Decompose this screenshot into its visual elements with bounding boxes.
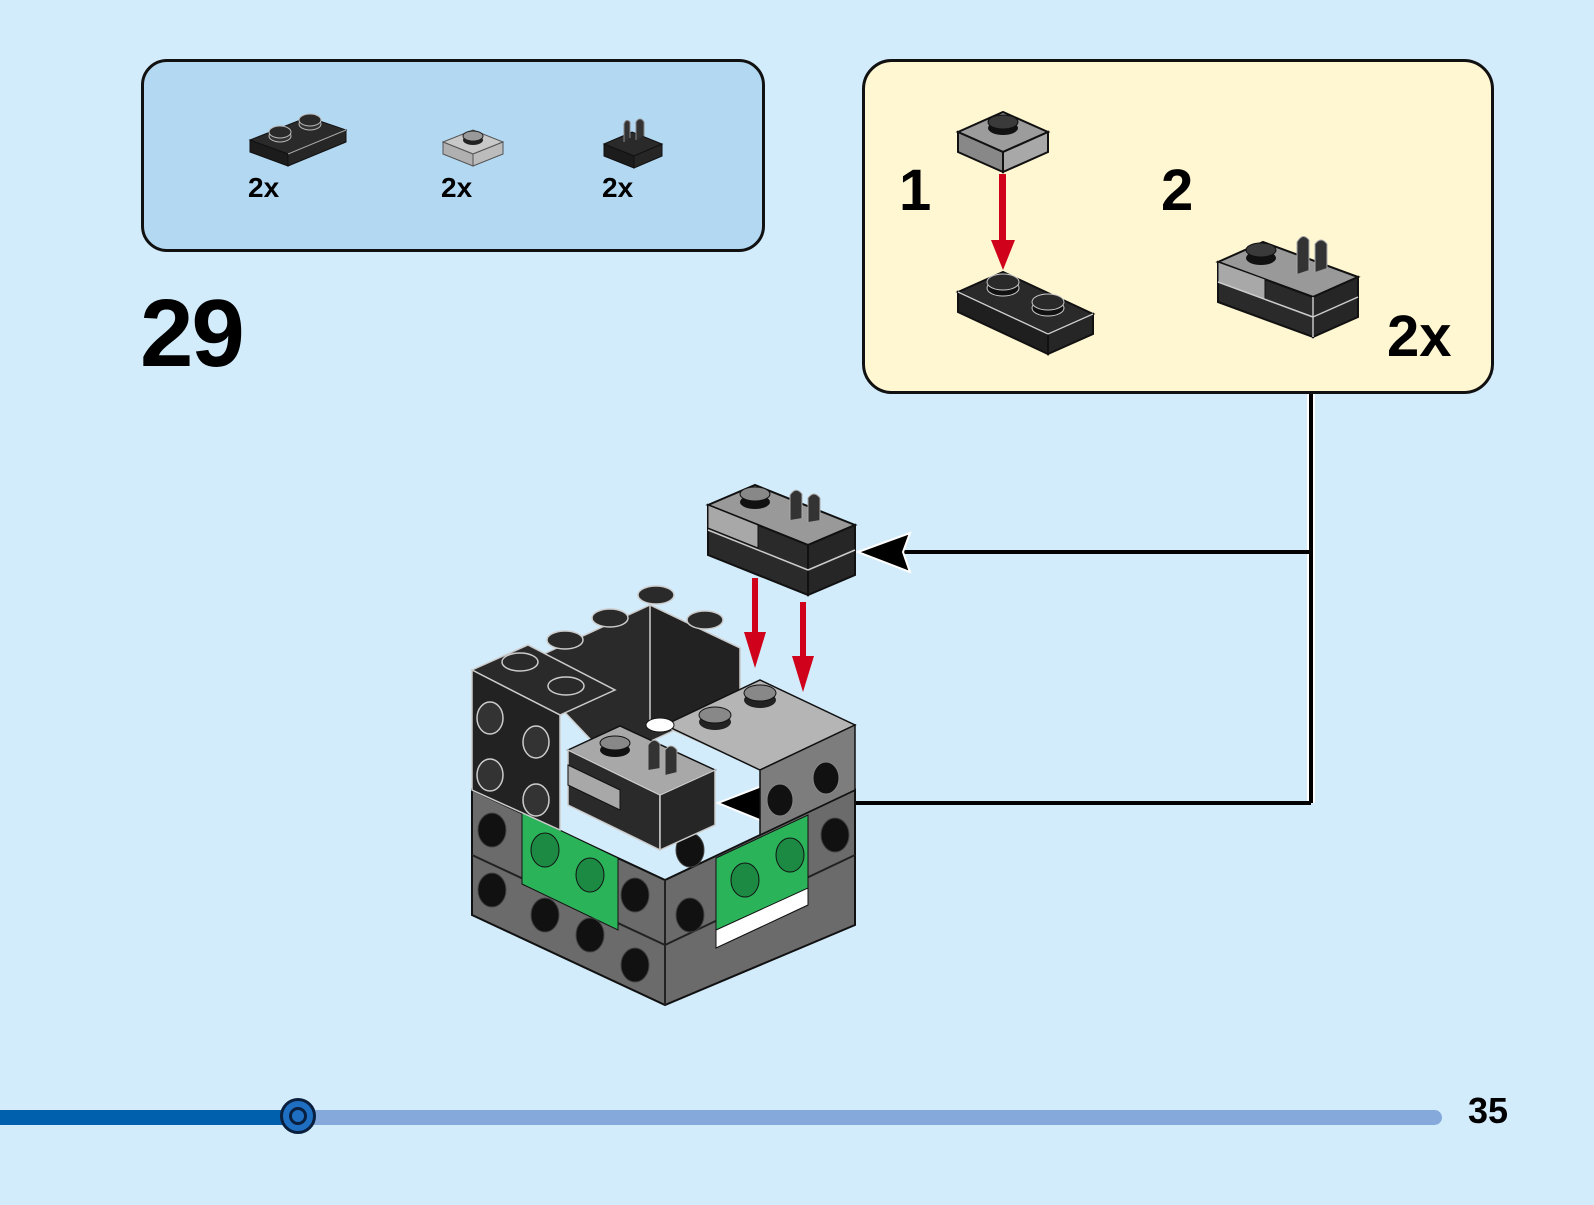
red-down-arrow	[991, 174, 1015, 270]
plate-1x1-icon	[441, 129, 505, 167]
subassembly-step-2-label: 2	[1161, 158, 1194, 223]
model-assembly	[470, 585, 857, 1007]
plate-1x1-gray-brick	[955, 110, 1051, 174]
page-number: 35	[1467, 1090, 1508, 1131]
floating-subassembly	[705, 483, 858, 597]
part-plate-1x1-light-gray: 2x	[441, 124, 507, 202]
part-plate-1x2-black: 2x	[248, 112, 348, 202]
plate-1x2-black-brick	[955, 270, 1096, 356]
subassembly-step-2-illustration	[1215, 236, 1361, 339]
subassembly-callout: 1 2 2x	[862, 59, 1494, 394]
plate-1x2-icon	[248, 113, 348, 167]
part-quantity: 2x	[441, 172, 473, 203]
part-plate-1x1-clip-black: 2x	[602, 114, 666, 202]
red-down-arrow-right	[792, 602, 814, 692]
progress-fill	[0, 1110, 298, 1125]
parts-list-panel: 2x 2x 2x	[141, 59, 765, 252]
callout-arrow-upper	[855, 531, 912, 574]
plate-clip-icon	[602, 118, 664, 169]
subassembly-multiplier: 2x	[1387, 304, 1452, 369]
subassembly-step-1-illustration	[955, 110, 1096, 356]
step-number: 29	[140, 280, 245, 387]
progress-knob	[280, 1098, 316, 1134]
progress-track	[0, 1110, 1442, 1125]
callout-connector	[770, 394, 1315, 805]
part-quantity: 2x	[602, 172, 634, 203]
part-quantity: 2x	[248, 172, 280, 203]
subassembly-step-1-label: 1	[899, 158, 932, 223]
red-down-arrow-left	[744, 578, 766, 668]
